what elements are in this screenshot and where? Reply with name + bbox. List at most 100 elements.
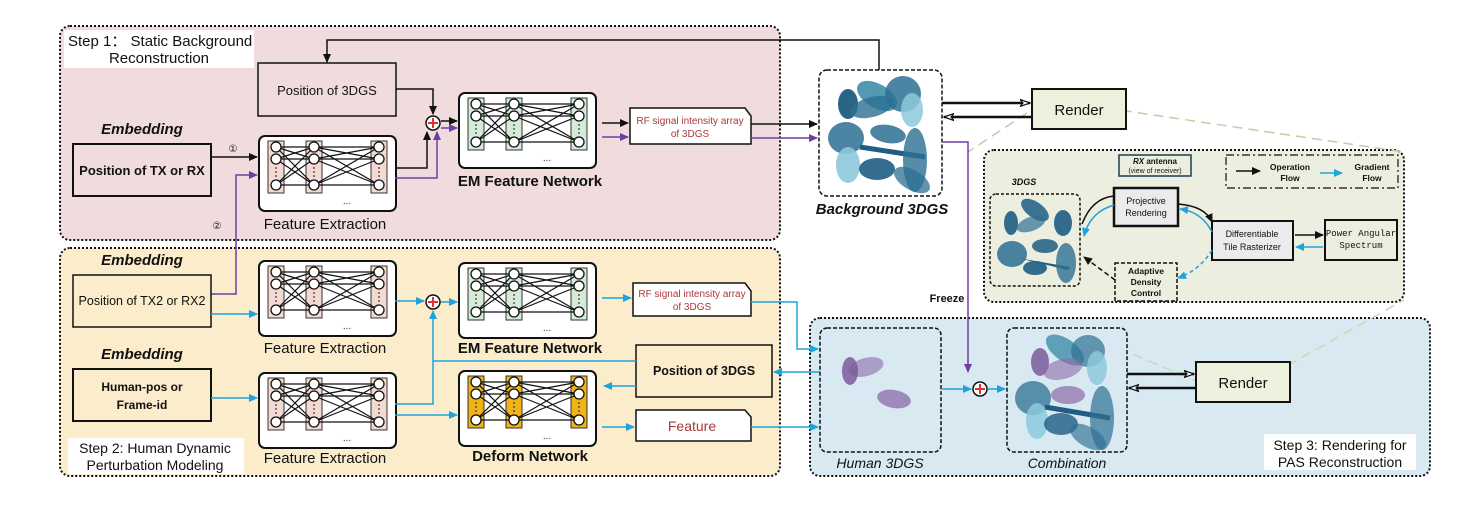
- network-frame: [458, 92, 597, 169]
- step2-input-box-2[interactable]: [72, 368, 212, 422]
- network-ellipsis-dot: [313, 292, 315, 294]
- network-node: [308, 378, 320, 390]
- pas-line1: Power Angular: [1326, 229, 1396, 239]
- pas-box[interactable]: [1324, 219, 1398, 261]
- step2-position-3dgs-label: Position of 3DGS: [653, 364, 755, 378]
- network-ellipsis-dot: [513, 128, 515, 130]
- network-ellipsis-dot: [313, 167, 315, 169]
- network-ellipsis-dot: [275, 175, 277, 177]
- network-edge: [513, 393, 580, 421]
- step2-em-feature-network[interactable]: ...: [458, 262, 597, 339]
- step2-rf-output-box[interactable]: [632, 282, 752, 317]
- network-ellipsis-dot: [275, 300, 277, 302]
- network-ellipsis-dot: [475, 402, 477, 404]
- network-node: [373, 416, 385, 428]
- step2-feature-extraction-network-2[interactable]: ...: [258, 372, 397, 449]
- network-edge: [313, 383, 380, 397]
- adaptive-density-box[interactable]: [1114, 262, 1178, 302]
- network-ellipsis-dot: [313, 296, 315, 298]
- step2-input-box-1[interactable]: [72, 274, 212, 328]
- network-edge: [475, 273, 515, 313]
- human-3dgs-label: Human 3DGS: [836, 455, 924, 471]
- step2-position-3dgs-box[interactable]: [635, 344, 773, 398]
- feature-output-box[interactable]: [635, 409, 752, 442]
- projective-rendering-box[interactable]: [1112, 186, 1180, 228]
- network-edge: [475, 273, 515, 287]
- network-ellipsis-dot: [513, 124, 515, 126]
- network-ellipsis-dot: [475, 132, 477, 134]
- adaptive-density-line2: Density: [1131, 277, 1162, 287]
- network-node: [508, 414, 520, 426]
- network-node: [373, 266, 385, 278]
- network-node: [270, 278, 282, 290]
- render-button-top[interactable]: [1031, 88, 1127, 130]
- network-ellipsis-dot: [578, 294, 580, 296]
- step1-title: Step 1： Static Background: [68, 33, 252, 50]
- network-edge: [275, 395, 315, 423]
- detail-grad-flow-rast-to-proj: [1179, 206, 1213, 233]
- step1-position-3dgs-box[interactable]: [257, 62, 397, 117]
- network-ellipsis-dot: [378, 412, 380, 414]
- network-layer: [370, 265, 388, 319]
- network-node: [270, 378, 282, 390]
- network-edge: [275, 146, 315, 160]
- network-ellipsis-dot: [513, 302, 515, 304]
- network-node: [508, 110, 520, 122]
- step1-input-box[interactable]: [72, 143, 212, 197]
- network-edge: [275, 383, 315, 423]
- network-node: [270, 153, 282, 165]
- network-node: [573, 388, 585, 400]
- deform-network[interactable]: ...: [458, 370, 597, 447]
- network-edge: [313, 146, 380, 186]
- network-node: [508, 268, 520, 280]
- network-edge: [313, 383, 380, 423]
- detail-grad-flow-rast-to-adc: [1177, 249, 1213, 280]
- network-node: [470, 376, 482, 388]
- step2-embedding-label-2: Embedding: [101, 346, 183, 363]
- network-ellipsis: ...: [343, 321, 351, 332]
- step1-feature-extraction-network[interactable]: ...: [258, 135, 397, 212]
- network-edge: [313, 271, 380, 285]
- network-ellipsis-dot: [475, 124, 477, 126]
- human-3dgs-box[interactable]: [819, 327, 942, 453]
- network-edge: [275, 158, 315, 186]
- network-ellipsis-dot: [313, 408, 315, 410]
- tile-rasterizer-box[interactable]: [1211, 220, 1294, 261]
- legend-gradient-line2: Flow: [1362, 173, 1382, 183]
- network-layer: [467, 375, 485, 429]
- network-node: [573, 414, 585, 426]
- render-button-bottom[interactable]: [1195, 361, 1291, 403]
- network-node: [308, 153, 320, 165]
- network-ellipsis-dot: [313, 175, 315, 177]
- step1-rf-output-line1: RF signal intensity array: [636, 116, 743, 127]
- step1-input-label: Position of TX or RX: [79, 163, 205, 178]
- step1-title-bg: [64, 30, 254, 68]
- network-ellipsis: ...: [543, 153, 551, 164]
- network-edge: [275, 146, 315, 186]
- network-node: [508, 388, 520, 400]
- rx-antenna-box[interactable]: [1118, 154, 1192, 177]
- combination-label: Combination: [1028, 455, 1107, 471]
- network-layer: [305, 140, 323, 194]
- step2-feature-extraction-network-1[interactable]: ...: [258, 260, 397, 337]
- network-ellipsis-dot: [378, 167, 380, 169]
- network-node: [573, 280, 585, 292]
- step1-em-feature-network[interactable]: ...: [458, 92, 597, 169]
- network-ellipsis-dot: [578, 124, 580, 126]
- legend-operation-line2: Flow: [1280, 173, 1300, 183]
- network-edge: [513, 273, 580, 287]
- network-edge: [475, 393, 515, 421]
- network-ellipsis-dot: [513, 298, 515, 300]
- network-ellipsis-dot: [378, 404, 380, 406]
- network-edge: [513, 115, 580, 143]
- step1-rf-output-box[interactable]: [629, 107, 752, 145]
- network-edge: [313, 283, 380, 311]
- network-layer: [305, 265, 323, 319]
- network-node: [573, 268, 585, 280]
- network-ellipsis-dot: [378, 408, 380, 410]
- detail-op-flow-gs-to-proj: [1081, 195, 1115, 225]
- step2-sum-node: [425, 294, 441, 310]
- network-edge: [475, 381, 515, 395]
- network-edge: [513, 273, 580, 313]
- arrow-fe-to-sum-black: [395, 131, 431, 169]
